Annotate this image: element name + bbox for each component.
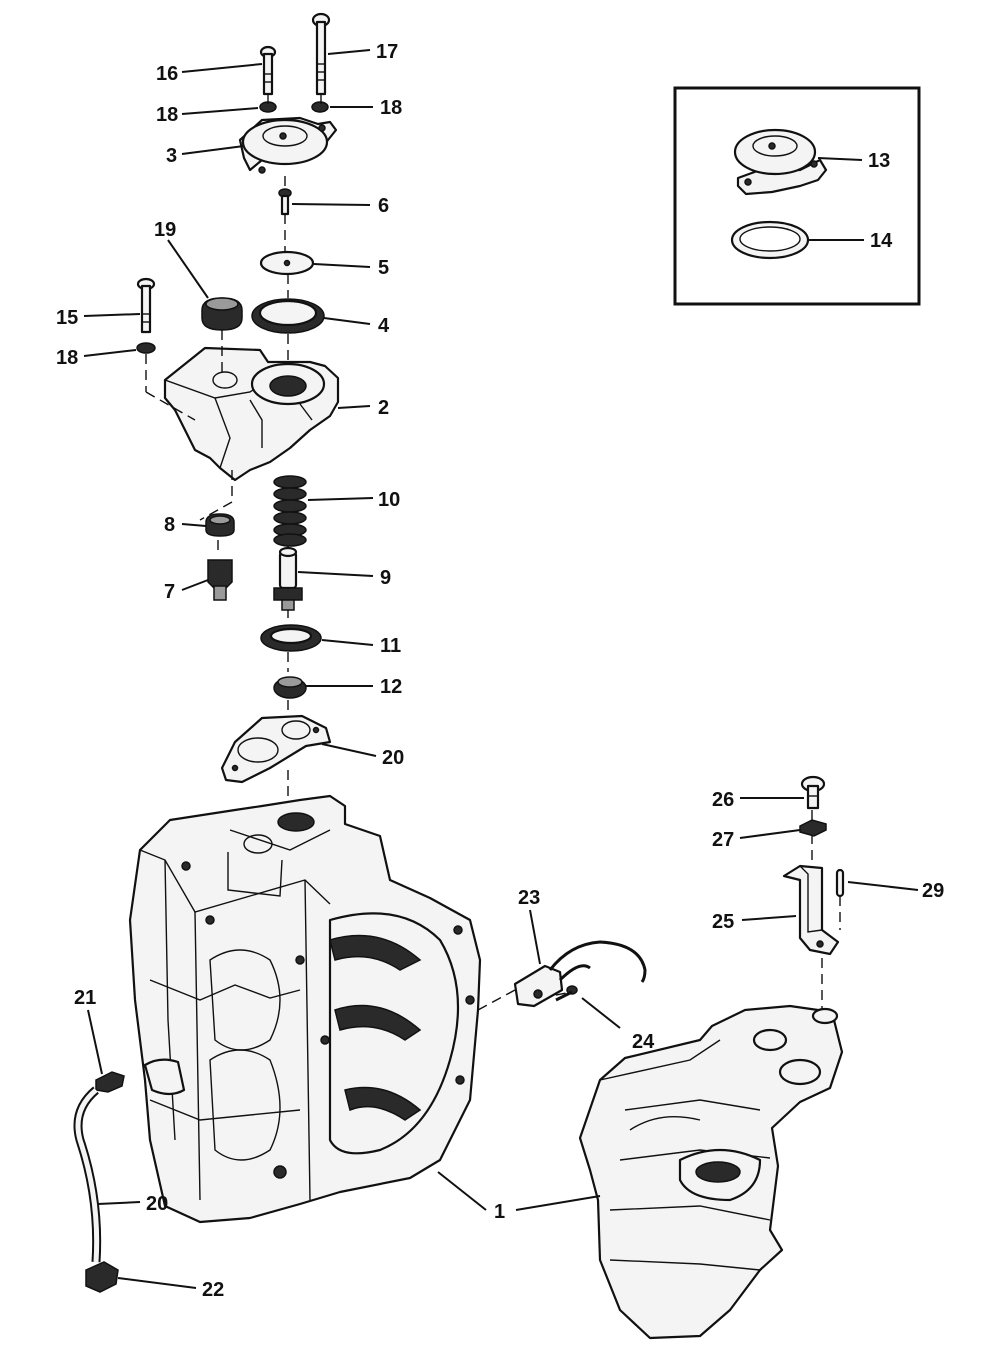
nut-28 <box>799 819 827 837</box>
callout-12: 12 <box>380 676 402 698</box>
part-13-cover <box>733 128 828 196</box>
bolt-27 <box>800 775 826 810</box>
fitting-22 <box>95 1071 125 1093</box>
sensor-24 <box>513 940 647 1008</box>
callout-25: 24 <box>632 1031 655 1053</box>
part-3-cover <box>238 116 338 174</box>
callout-1: 1 <box>494 1201 505 1223</box>
part-14-o-ring <box>730 220 810 260</box>
callout-18-lower: 18 <box>56 347 78 369</box>
disc-5 <box>259 250 315 276</box>
washer-18-left <box>136 342 156 354</box>
callout-20: 20 <box>382 747 404 769</box>
callout-27: 26 <box>712 789 734 811</box>
cylinder-block <box>128 794 482 1224</box>
spring-10 <box>273 475 307 547</box>
callout-17: 17 <box>376 41 398 63</box>
seal-11 <box>260 624 322 652</box>
callout-2: 2 <box>378 397 389 419</box>
callout-9: 9 <box>380 567 391 589</box>
leader-lines <box>83 49 919 1289</box>
inset-panel <box>673 86 921 306</box>
callout-5: 5 <box>378 257 389 279</box>
callout-8: 8 <box>164 514 175 536</box>
washers-18-top <box>259 101 329 113</box>
valve-9 <box>273 546 303 611</box>
grommet-8 <box>205 513 235 537</box>
fitting-7 <box>207 559 233 601</box>
fitting-23 <box>85 1261 119 1293</box>
callout-19: 19 <box>154 219 176 241</box>
bolt-15 <box>136 277 156 334</box>
callout-3: 3 <box>166 145 177 167</box>
callout-26: 25 <box>712 911 734 933</box>
bracket-26 <box>782 864 840 956</box>
diaphragm-4 <box>251 298 325 334</box>
callout-22: 21 <box>74 987 96 1009</box>
hose-21 <box>73 1086 102 1263</box>
callout-11: 11 <box>380 635 401 657</box>
callout-4: 4 <box>378 315 390 337</box>
callout-10: 10 <box>378 489 400 511</box>
gasket-20 <box>220 714 332 784</box>
callout-labels: 16 17 18 18 3 6 19 5 4 15 18 2 10 8 9 7 … <box>56 41 944 1301</box>
grommet-12 <box>273 676 307 699</box>
callout-21: 20 <box>146 1193 168 1215</box>
callout-13: 13 <box>868 150 890 172</box>
callout-6: 6 <box>378 195 389 217</box>
callout-7: 7 <box>164 581 175 603</box>
grommet-19 <box>201 297 243 331</box>
callout-28: 27 <box>712 829 734 851</box>
part-2-housing <box>163 346 340 482</box>
callout-23: 22 <box>202 1279 224 1301</box>
callout-24: 23 <box>518 887 540 909</box>
adaptor-housing <box>578 1004 844 1340</box>
callout-18-left: 18 <box>156 104 178 126</box>
bolt-17 <box>311 12 331 96</box>
screw-25 <box>555 985 578 1002</box>
bolt-16 <box>259 45 277 96</box>
callout-16: 16 <box>156 63 178 85</box>
pin-29 <box>835 868 845 898</box>
callout-18-right: 18 <box>380 97 402 119</box>
callout-15: 15 <box>56 307 78 329</box>
screw-6 <box>278 188 292 216</box>
callout-29: 29 <box>922 880 944 902</box>
callout-14: 14 <box>870 230 893 252</box>
